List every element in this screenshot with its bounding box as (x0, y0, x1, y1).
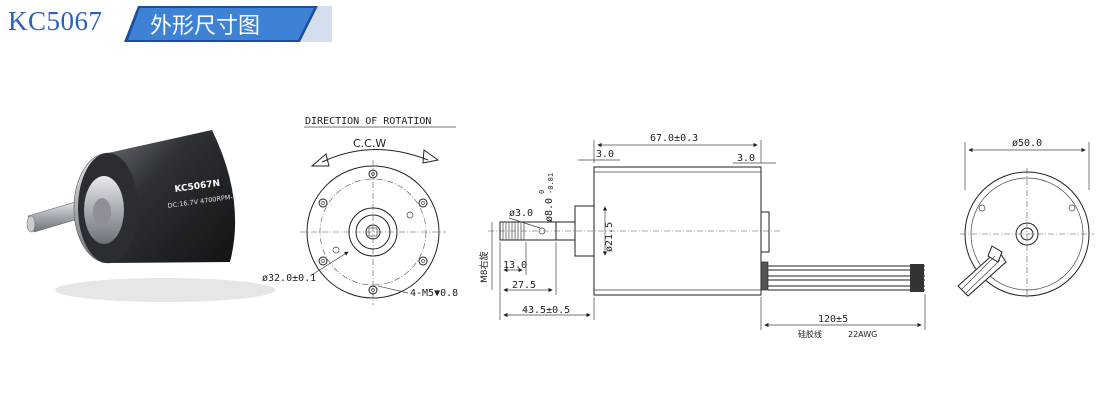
front-overall-dimension: 43.5±0.5 (522, 305, 570, 316)
lead-spec-awg: 22AWG (848, 330, 877, 339)
lead-spec-cn: 硅胶线 (798, 329, 822, 339)
section-banner: 外形尺寸图 (124, 6, 332, 42)
holes-dimension: 4-M5▼0.8 (410, 288, 458, 299)
rear-view: ø50.0 (957, 138, 1094, 300)
rotation-heading: DIRECTION OF ROTATION (305, 116, 431, 127)
pcd-dimension: ø32.0±0.1 (262, 273, 316, 284)
side-view: 67.0±0.3 3.0 3.0 ø3.0 ø8.0 0 -0.01 ø21.5… (478, 133, 926, 339)
rotation-direction: C.C.W (353, 137, 386, 150)
motor-photo: KC5067N DC:16.7V 4700RPM-1 (26, 130, 275, 302)
shaft-tol-upper: 0 (538, 190, 546, 194)
lead-length-dimension: 120±5 (818, 314, 848, 325)
shaft-tol-lower: -0.01 (547, 173, 555, 194)
mount-holes (318, 169, 428, 295)
right-flange-dimension: 3.0 (737, 153, 755, 164)
thread-length-dimension: 13.0 (503, 260, 527, 271)
rear-diameter-dimension: ø50.0 (1012, 138, 1042, 149)
left-flange-dimension: 3.0 (596, 149, 614, 160)
front-view: DIRECTION OF ROTATION C.C.W ø32.0±0.1 (262, 116, 458, 305)
body-length-dimension: 67.0±0.3 (650, 133, 698, 144)
shaft-diameter-dimension: ø8.0 (544, 198, 555, 222)
shaft-hole-dimension: ø3.0 (509, 208, 533, 219)
shaft-length-dimension: 27.5 (512, 280, 536, 291)
pilot-diameter-dimension: ø21.5 (604, 222, 615, 252)
model-number: KC5067 (8, 6, 103, 36)
section-title: 外形尺寸图 (150, 14, 260, 39)
thread-spec: M8右旋 (478, 252, 490, 284)
